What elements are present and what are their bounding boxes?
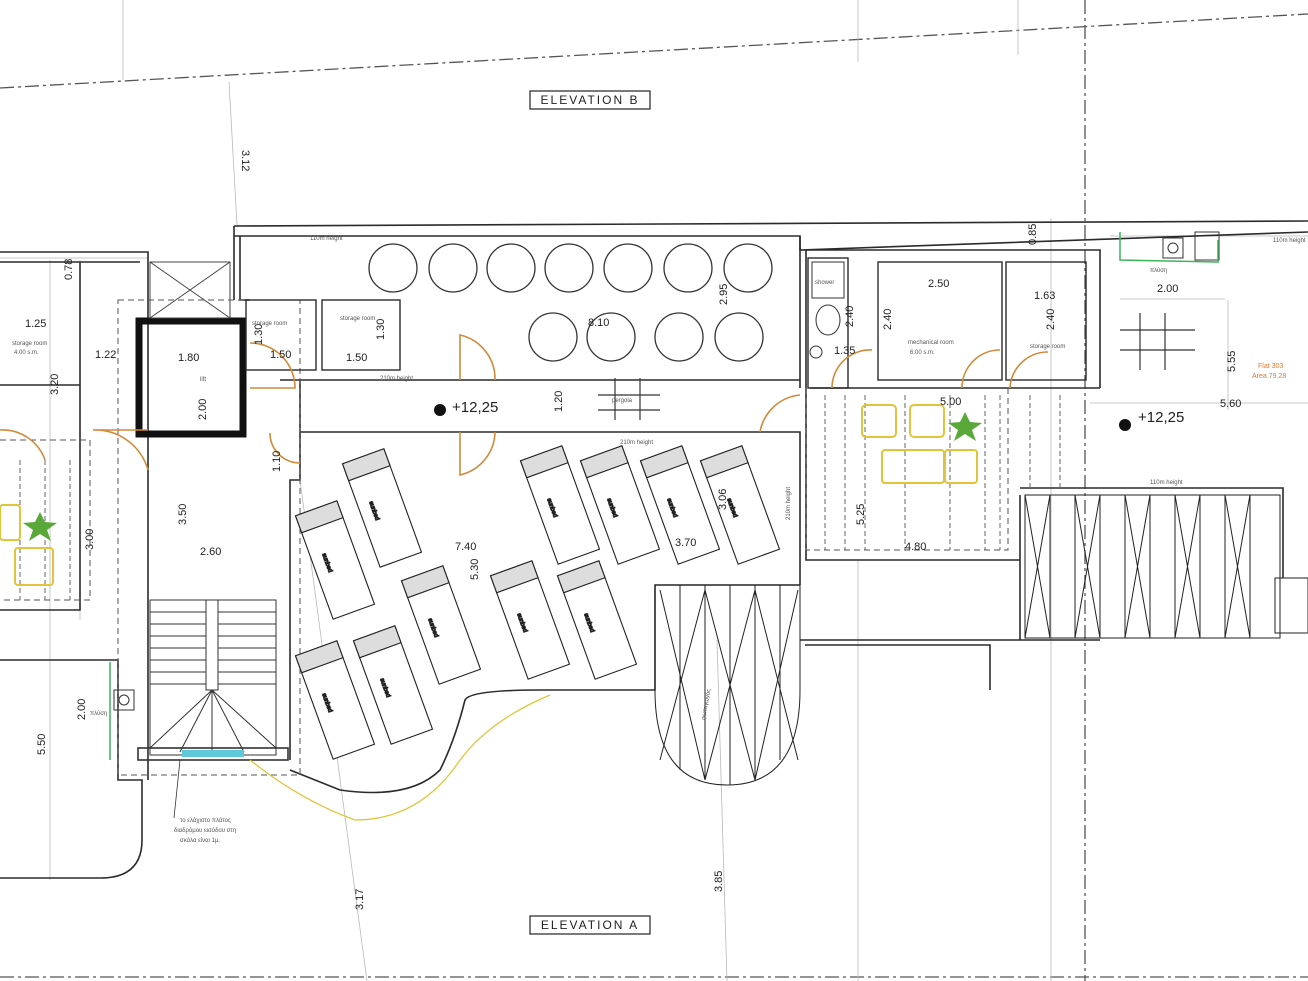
svg-text:1.63: 1.63 bbox=[1034, 290, 1055, 302]
svg-text:5.30: 5.30 bbox=[469, 559, 481, 580]
svg-text:3.12: 3.12 bbox=[239, 150, 251, 171]
svg-text:το ελάχιστο πλάτος: το ελάχιστο πλάτος bbox=[180, 817, 231, 824]
storage-rooms bbox=[245, 257, 1087, 389]
svg-text:3.85: 3.85 bbox=[713, 871, 725, 892]
svg-text:6.00 s.m.: 6.00 s.m. bbox=[910, 350, 935, 356]
svg-text:1.50: 1.50 bbox=[346, 352, 367, 364]
svg-text:4.00 s.m.: 4.00 s.m. bbox=[14, 350, 39, 356]
elevation-a-label: ELEVATION A bbox=[541, 918, 639, 932]
svg-text:storage room: storage room bbox=[252, 321, 287, 327]
svg-text:1.25: 1.25 bbox=[25, 318, 46, 330]
svg-text:2.00: 2.00 bbox=[197, 399, 209, 420]
svg-text:3.70: 3.70 bbox=[675, 537, 696, 549]
dimension-labels: 3.12 3.17 3.85 2.95 8.10 0.78 1.25 3.20 … bbox=[25, 150, 1241, 910]
svg-text:5.55: 5.55 bbox=[1226, 351, 1238, 372]
green-markers bbox=[109, 232, 1219, 760]
svg-text:σκάλα είναι 1μ.: σκάλα είναι 1μ. bbox=[180, 837, 220, 844]
level-label: +12,25 bbox=[452, 399, 498, 416]
svg-text:πλύση: πλύση bbox=[90, 711, 107, 717]
dashed-outlines bbox=[0, 299, 1009, 776]
svg-text:1.20: 1.20 bbox=[553, 391, 565, 412]
svg-text:2.40: 2.40 bbox=[844, 306, 856, 327]
svg-text:3.50: 3.50 bbox=[177, 504, 189, 525]
svg-text:1.30: 1.30 bbox=[253, 324, 265, 345]
elevation-a-box bbox=[529, 915, 651, 935]
stair-note-leader bbox=[173, 759, 181, 819]
svg-text:110m height: 110m height bbox=[1273, 238, 1306, 244]
svg-text:φωταγωγός: φωταγωγός bbox=[700, 688, 712, 720]
pergola-left bbox=[654, 584, 801, 786]
svg-text:3.20: 3.20 bbox=[49, 374, 61, 395]
svg-text:shower: shower bbox=[815, 280, 834, 286]
svg-text:storage room: storage room bbox=[12, 341, 47, 347]
elevation-b-label: ELEVATION B bbox=[541, 93, 640, 107]
svg-text:1.50: 1.50 bbox=[270, 349, 291, 361]
elevation-b-box bbox=[529, 90, 651, 110]
svg-text:1.35: 1.35 bbox=[834, 345, 855, 357]
grating bbox=[598, 313, 1195, 420]
svg-text:210m height: 210m height bbox=[786, 487, 792, 520]
lift-shaft: lift bbox=[135, 317, 247, 438]
svg-text:8.10: 8.10 bbox=[588, 317, 609, 329]
floor-grid-right bbox=[19, 395, 1061, 600]
svg-text:2.00: 2.00 bbox=[76, 699, 88, 720]
svg-text:1.30: 1.30 bbox=[375, 319, 387, 340]
staircase bbox=[137, 599, 289, 761]
doors bbox=[0, 333, 1049, 477]
pergola-right bbox=[1024, 494, 1308, 639]
svg-text:5.00: 5.00 bbox=[940, 396, 961, 408]
lift-label: lift bbox=[200, 377, 206, 383]
svg-text:3.17: 3.17 bbox=[354, 889, 366, 910]
svg-text:5.50: 5.50 bbox=[36, 734, 48, 755]
terrace-curve bbox=[249, 694, 551, 821]
flat-area-label: Area 79.28 bbox=[1252, 373, 1286, 380]
svg-text:storage room: storage room bbox=[1030, 344, 1065, 350]
svg-text:110m height: 110m height bbox=[310, 236, 343, 242]
svg-text:4.80: 4.80 bbox=[905, 541, 926, 553]
svg-text:1.80: 1.80 bbox=[178, 352, 199, 364]
svg-text:mechanical room: mechanical room bbox=[908, 340, 954, 346]
furniture bbox=[0, 404, 978, 586]
flat-name-label: Flat 303 bbox=[1258, 363, 1283, 370]
svg-text:2.40: 2.40 bbox=[882, 309, 894, 330]
level-label: +12,25 bbox=[1138, 409, 1184, 426]
svg-text:5.60: 5.60 bbox=[1220, 398, 1241, 410]
void-cross bbox=[149, 261, 231, 319]
plant-icon bbox=[23, 412, 982, 541]
sunbeds: sunbed sunbed sunbed sunbed sunbed sunbe… bbox=[294, 445, 781, 760]
svg-text:storage room: storage room bbox=[340, 316, 375, 322]
svg-text:210m height: 210m height bbox=[620, 440, 653, 446]
water-strip bbox=[182, 750, 244, 757]
svg-text:2.95: 2.95 bbox=[718, 284, 730, 305]
svg-text:0.78: 0.78 bbox=[63, 259, 75, 280]
svg-text:πλύση: πλύση bbox=[1150, 268, 1167, 274]
walls bbox=[0, 220, 1308, 879]
svg-text:2.00: 2.00 bbox=[1157, 283, 1178, 295]
water-tanks bbox=[368, 243, 773, 362]
level-markers bbox=[434, 404, 1131, 431]
svg-text:5.25: 5.25 bbox=[855, 504, 867, 525]
svg-text:3.06: 3.06 bbox=[717, 489, 729, 510]
svg-text:2.50: 2.50 bbox=[928, 278, 949, 290]
svg-text:3.00: 3.00 bbox=[84, 529, 96, 550]
svg-text:2.40: 2.40 bbox=[1045, 309, 1057, 330]
svg-text:1.22: 1.22 bbox=[95, 349, 116, 361]
svg-text:διαδρόμου εισόδου στη: διαδρόμου εισόδου στη bbox=[174, 827, 236, 834]
svg-text:110m height: 110m height bbox=[1150, 480, 1183, 486]
svg-text:pergola: pergola bbox=[612, 398, 633, 404]
svg-text:0.85: 0.85 bbox=[1027, 224, 1039, 245]
svg-text:210m height: 210m height bbox=[380, 376, 413, 382]
svg-text:1.10: 1.10 bbox=[271, 451, 283, 472]
bathroom-fixtures bbox=[113, 231, 1220, 711]
svg-text:7.40: 7.40 bbox=[455, 541, 476, 553]
svg-text:2.60: 2.60 bbox=[200, 546, 221, 558]
